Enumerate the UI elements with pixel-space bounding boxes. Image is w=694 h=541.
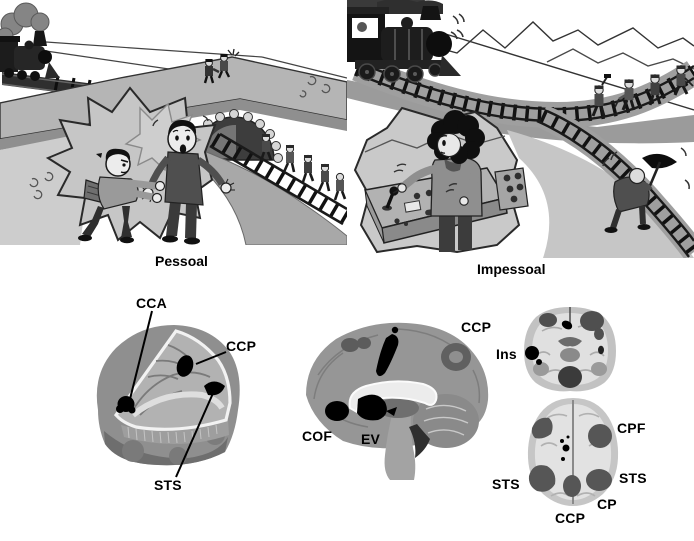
label-cp: CP (597, 496, 617, 512)
label-ccp-sagittal: CCP (461, 319, 492, 335)
label-ccp-3d: CCP (226, 338, 257, 354)
pickaxe-worker (602, 147, 690, 233)
label-sts-axial-right: STS (619, 470, 647, 486)
operator-figure (392, 110, 485, 252)
brain-sagittal-slice (306, 322, 489, 480)
upper-embankment (347, 80, 694, 144)
upper-track-workers (591, 65, 694, 117)
pusher-figure (78, 148, 166, 244)
control-panel-burst (353, 106, 529, 254)
label-ccp-axial: CCP (555, 510, 586, 526)
label-ev: EV (361, 431, 381, 447)
label-cof: COF (302, 428, 333, 444)
track-workers (259, 133, 347, 201)
push-scene-burst (45, 86, 235, 245)
label-cca: CCA (136, 295, 167, 311)
caption-personal: Pessoal (155, 253, 208, 269)
train (0, 2, 60, 81)
victim-figure (140, 115, 235, 245)
brain-coronal-slice (524, 307, 616, 392)
bridge-figures (203, 48, 240, 84)
brain-axial-slice (527, 398, 619, 506)
label-sts-axial-left: STS (492, 476, 520, 492)
train (347, 0, 465, 83)
label-cpf: CPF (617, 420, 646, 436)
label-sts-3d: STS (154, 477, 182, 493)
caption-impersonal: Impessoal (477, 261, 546, 277)
label-ins: Ins (496, 346, 517, 362)
personal-dilemma-illustration (0, 2, 347, 245)
impersonal-dilemma-illustration (347, 0, 694, 258)
